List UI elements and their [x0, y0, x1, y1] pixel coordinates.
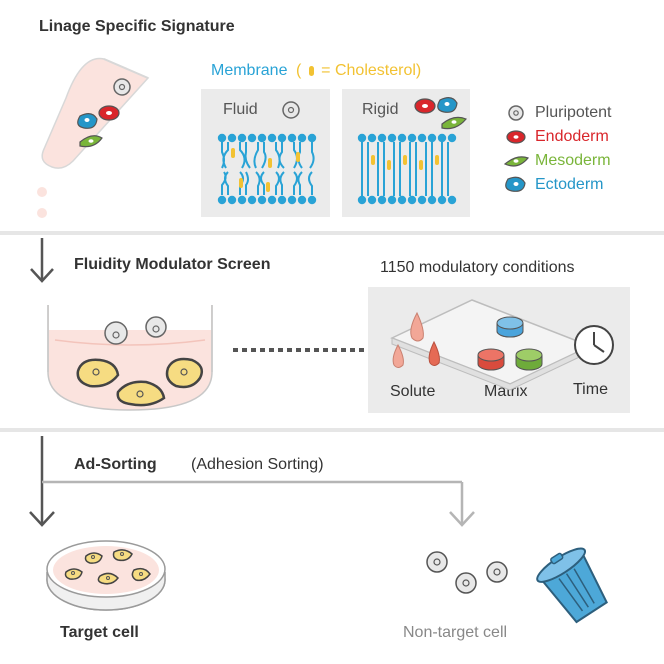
- time-label: Time: [573, 381, 608, 398]
- fluid-cholesterol-icon: [231, 148, 300, 192]
- tube-pluripotent-cell-icon: [113, 78, 131, 96]
- section-divider-1: [0, 231, 664, 235]
- down-arrow-1-icon: [30, 238, 54, 283]
- target-cell-label: Target cell: [60, 624, 139, 641]
- legend-mesoderm-icon: [503, 156, 530, 167]
- legend-endoderm-label: Endoderm: [535, 128, 609, 145]
- test-tube-icon: [41, 57, 150, 169]
- section3-title: Ad-Sorting: [74, 456, 157, 473]
- tube-mesoderm-cell-icon: [79, 135, 103, 148]
- matrix-green-well-icon: [515, 348, 543, 371]
- solute-label: Solute: [390, 383, 436, 400]
- clock-icon: [574, 325, 614, 365]
- dish-floating-cell-2-icon: [145, 316, 167, 338]
- cholesterol-label: = Cholesterol): [321, 62, 422, 79]
- nontarget-cell-1-icon: [426, 551, 448, 573]
- tube-endoderm-cell-icon: [98, 105, 120, 121]
- solute-drop-2-icon: [392, 343, 404, 368]
- down-arrow-target-icon: [29, 436, 55, 527]
- legend-ectoderm-label: Ectoderm: [535, 176, 604, 193]
- dish-adherent-cell-2-icon: [116, 380, 166, 407]
- legend-pluripotent-icon: [508, 105, 524, 121]
- rigid-endoderm-cell-icon: [414, 98, 436, 114]
- section-divider-2: [0, 428, 664, 432]
- legend-endoderm-icon: [506, 130, 526, 144]
- target-petri-dish-icon: [46, 540, 166, 611]
- nontarget-cell-label: Non-target cell: [403, 624, 508, 641]
- section2-title: Fluidity Modulator Screen: [74, 256, 271, 273]
- rigid-cholesterol-icon: [371, 155, 439, 170]
- section1-title: Linage Specific Signature: [39, 18, 235, 35]
- well-plate-icon: [390, 299, 592, 391]
- rigid-label: Rigid: [362, 101, 399, 118]
- membrane-word: Membrane: [211, 62, 288, 79]
- drop-1-icon: [37, 187, 47, 197]
- rigid-bilayer-icon: [361, 142, 449, 196]
- cholesterol-glyph-icon: [308, 66, 314, 76]
- fluid-pluripotent-cell-icon: [282, 101, 300, 119]
- dish-adherent-cell-3-icon: [165, 357, 203, 389]
- nontarget-cell-3-icon: [486, 561, 508, 583]
- fluid-lipid-heads-icon: [217, 133, 317, 205]
- drop-2-icon: [37, 208, 47, 218]
- conditions-label: 1150 modulatory conditions: [380, 259, 575, 276]
- rigid-ectoderm-cell-icon: [437, 97, 458, 113]
- matrix-blue-well-icon: [496, 316, 524, 338]
- section3-subtitle: (Adhesion Sorting): [191, 456, 324, 473]
- trash-bin-icon: [536, 547, 608, 624]
- rigid-mesoderm-cell-icon: [441, 116, 467, 130]
- target-cell-nuclei-icon: [71, 552, 143, 580]
- branch-arrow-nontarget-icon: [42, 480, 475, 527]
- matrix-red-well-icon: [477, 348, 505, 371]
- legend-ectoderm-icon: [505, 176, 526, 192]
- dish-floating-cell-1-icon: [104, 321, 128, 345]
- dish-adherent-cell-1-icon: [76, 358, 120, 388]
- legend-mesoderm-label: Mesoderm: [535, 152, 611, 169]
- fluid-label: Fluid: [223, 101, 258, 118]
- tube-ectoderm-cell-icon: [77, 113, 98, 129]
- solute-drop-1-icon: [410, 311, 424, 342]
- membrane-label: Membrane ( = Cholesterol): [211, 62, 421, 80]
- legend-pluripotent-label: Pluripotent: [535, 104, 612, 121]
- solute-drop-3-icon: [428, 340, 440, 366]
- membrane-paren: (: [295, 62, 302, 79]
- nontarget-cell-2-icon: [455, 572, 477, 594]
